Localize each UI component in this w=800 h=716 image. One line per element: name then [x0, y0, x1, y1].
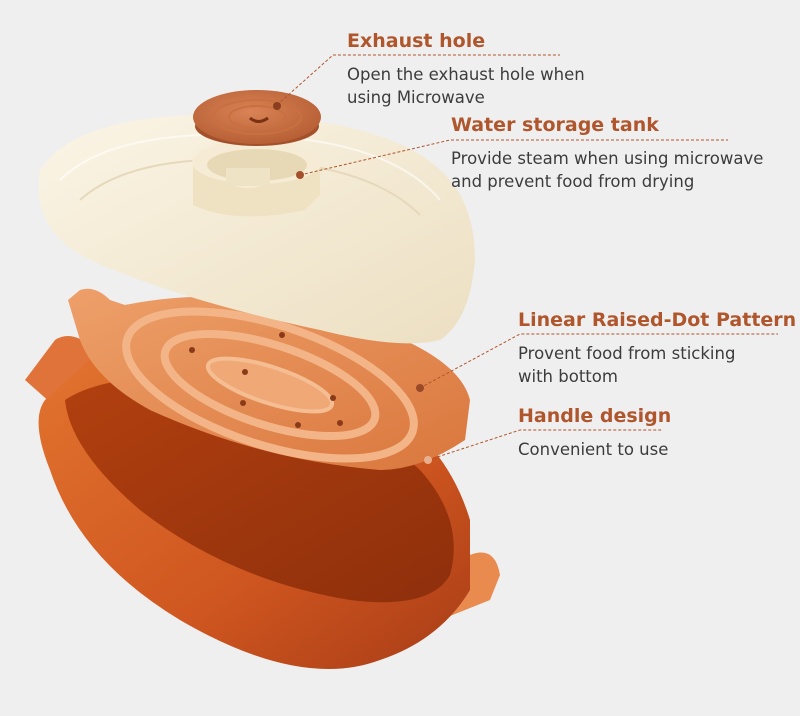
leader-dots [273, 102, 432, 464]
callout-water-storage-tank: Water storage tank Provide steam when us… [451, 113, 764, 193]
water-tank [192, 140, 322, 217]
callout-title: Linear Raised-Dot Pattern [518, 309, 797, 331]
callout-description-line: with bottom [518, 367, 618, 386]
leader-lines [276, 54, 778, 461]
callout-exhaust-hole: Exhaust hole Open the exhaust hole when … [347, 29, 585, 109]
callout-description-line: using Microwave [347, 88, 485, 107]
callout-description-line: Provent food from sticking [518, 344, 736, 363]
callout-description-line: and prevent food from drying [451, 172, 695, 191]
callout-title: Exhaust hole [347, 30, 486, 52]
callout-linear-raised-dot-pattern: Linear Raised-Dot Pattern Provent food f… [518, 308, 797, 388]
callout-title: Handle design [518, 405, 672, 427]
callout-handle-design: Handle design Convenient to use [518, 404, 678, 461]
callout-title: Water storage tank [451, 114, 659, 136]
callout-description-line: Open the exhaust hole when [347, 65, 585, 84]
exhaust-cap [193, 90, 321, 146]
callout-description-line: Convenient to use [518, 440, 669, 459]
callout-description-line: Provide steam when using microwave [451, 149, 764, 168]
